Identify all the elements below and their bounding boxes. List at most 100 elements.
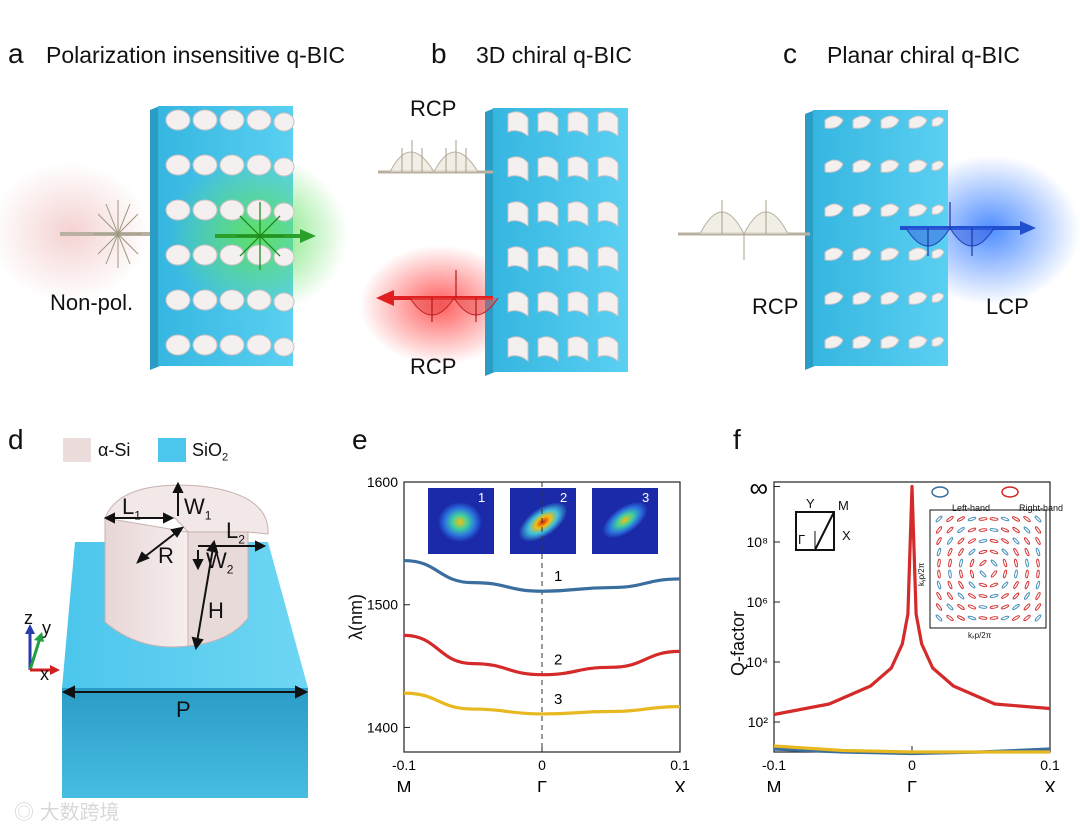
polarization-ellipse [1024,547,1030,557]
polarization-ellipse [1012,615,1020,621]
watermark-icon: ◎ [14,802,40,824]
polarization-ellipse [936,580,942,590]
x-tick-label: 0.1 [1040,757,1060,773]
polarization-ellipse [967,516,977,522]
polarization-ellipse [957,527,965,533]
dim-label-l1: L1 [122,494,141,523]
panel-e-letter: e [352,424,368,455]
polarization-ellipse [1025,558,1029,568]
polarization-ellipse [948,569,952,579]
band-line-2 [403,633,681,677]
brillouin-zone-inset [795,511,835,551]
polarization-ellipse [937,569,941,579]
x-tick-label: 0 [538,757,546,773]
polarization-map-inset [929,486,1047,629]
polarization-ellipse [967,527,977,533]
x-tick-label: -0.1 [392,757,416,773]
polarization-ellipse [1014,569,1018,579]
y-tick-label: 1600 [367,474,398,490]
polarization-ellipse [956,516,966,522]
polarization-ellipse [989,594,999,598]
polarization-ellipse [989,605,999,609]
field-inset-label-1: 1 [478,490,486,505]
polarization-ellipse [946,603,954,611]
panel-b-top-label: RCP [410,96,457,121]
transmitted-lcp-helix [900,202,1036,256]
pol-map-xlabel: kₓp/2π [968,631,992,640]
polarization-ellipse [959,558,963,568]
polarization-ellipse [935,515,943,523]
polarization-ellipse [1012,527,1020,533]
panel-a-title: Polarization insensitive q-BIC [46,42,346,68]
polarization-ellipse [1034,526,1042,534]
polarization-ellipse [967,604,977,610]
polarization-ellipse [1012,592,1020,600]
polarization-ellipse [989,539,999,543]
left-hand-label: Left-hand [952,503,991,513]
polarization-ellipse [957,537,965,545]
polarization-ellipse [1001,548,1009,556]
polarization-ellipse [935,603,943,611]
polarization-ellipse [968,581,976,589]
x-point-label: Γ [537,778,547,792]
polarization-ellipse [946,526,954,534]
panel-b-title: 3D chiral q-BIC [476,42,632,68]
legend-label-sio2: SiO2 [192,440,229,464]
dim-label-l2: L2 [226,518,245,547]
polarization-ellipse [957,592,965,600]
polarization-ellipse [1014,558,1018,568]
panel-b-illustration [360,108,628,376]
polarization-ellipse [947,547,953,557]
band-label-1: 1 [554,568,562,585]
y-tick-label: 1400 [367,719,398,735]
unit-cell-diagram [25,481,309,798]
polarization-ellipse [1023,526,1031,534]
incident-rcp-helix [378,140,493,174]
polarization-ellipse [957,615,965,621]
q-factor-line-0 [773,484,1051,717]
field-insets [428,488,658,554]
x-point-label: X [674,778,686,792]
field-inset-1 [428,488,494,554]
x-tick-label: 0.1 [670,757,690,773]
pillar [104,484,269,648]
polarization-ellipse [969,558,975,568]
polarization-ellipse [989,528,999,532]
polarization-ellipse [948,558,952,568]
polarization-ellipse [968,538,976,544]
x-tick-label: 0 [908,757,916,773]
y-tick-label: 10² [748,714,769,730]
polarization-ellipse [1012,604,1020,610]
panel-a-letter: a [8,38,24,69]
polarization-ellipse [1034,614,1042,622]
reflected-rcp-helix [376,270,499,322]
left-hand-legend-icon [931,486,949,498]
polarization-ellipse [1012,537,1020,545]
dim-label-w1: W1 [184,494,212,523]
dimension-lines [61,481,309,699]
polarization-ellipse [1035,580,1041,590]
polarization-ellipse [1024,592,1030,600]
polarization-ellipse [936,537,942,545]
panel-c-output-label: LCP [986,294,1029,319]
x-point-label: X [1044,778,1056,792]
band-label-3: 3 [554,691,562,708]
coordinate-axes [25,624,60,675]
y-tick-label: 10⁴ [746,654,768,670]
polarization-ellipse [978,528,988,532]
x-point-label: Γ [907,778,917,792]
dim-label-p: P [176,697,191,722]
polarization-ellipse [989,582,999,588]
polarization-ellipse [1024,580,1030,590]
polarization-ellipse [968,548,976,556]
polarization-ellipse [1012,516,1020,522]
x-tick-label: -0.1 [762,757,786,773]
x-point-label: M [397,778,412,792]
polarization-ellipse [989,616,999,620]
metasurface-slab [485,108,628,376]
panel-c-input-label: RCP [752,294,799,319]
field-inset-label-2: 2 [560,490,568,505]
polarization-ellipse [1025,569,1029,579]
pillar-array [824,115,945,349]
pillar-array [165,109,295,357]
